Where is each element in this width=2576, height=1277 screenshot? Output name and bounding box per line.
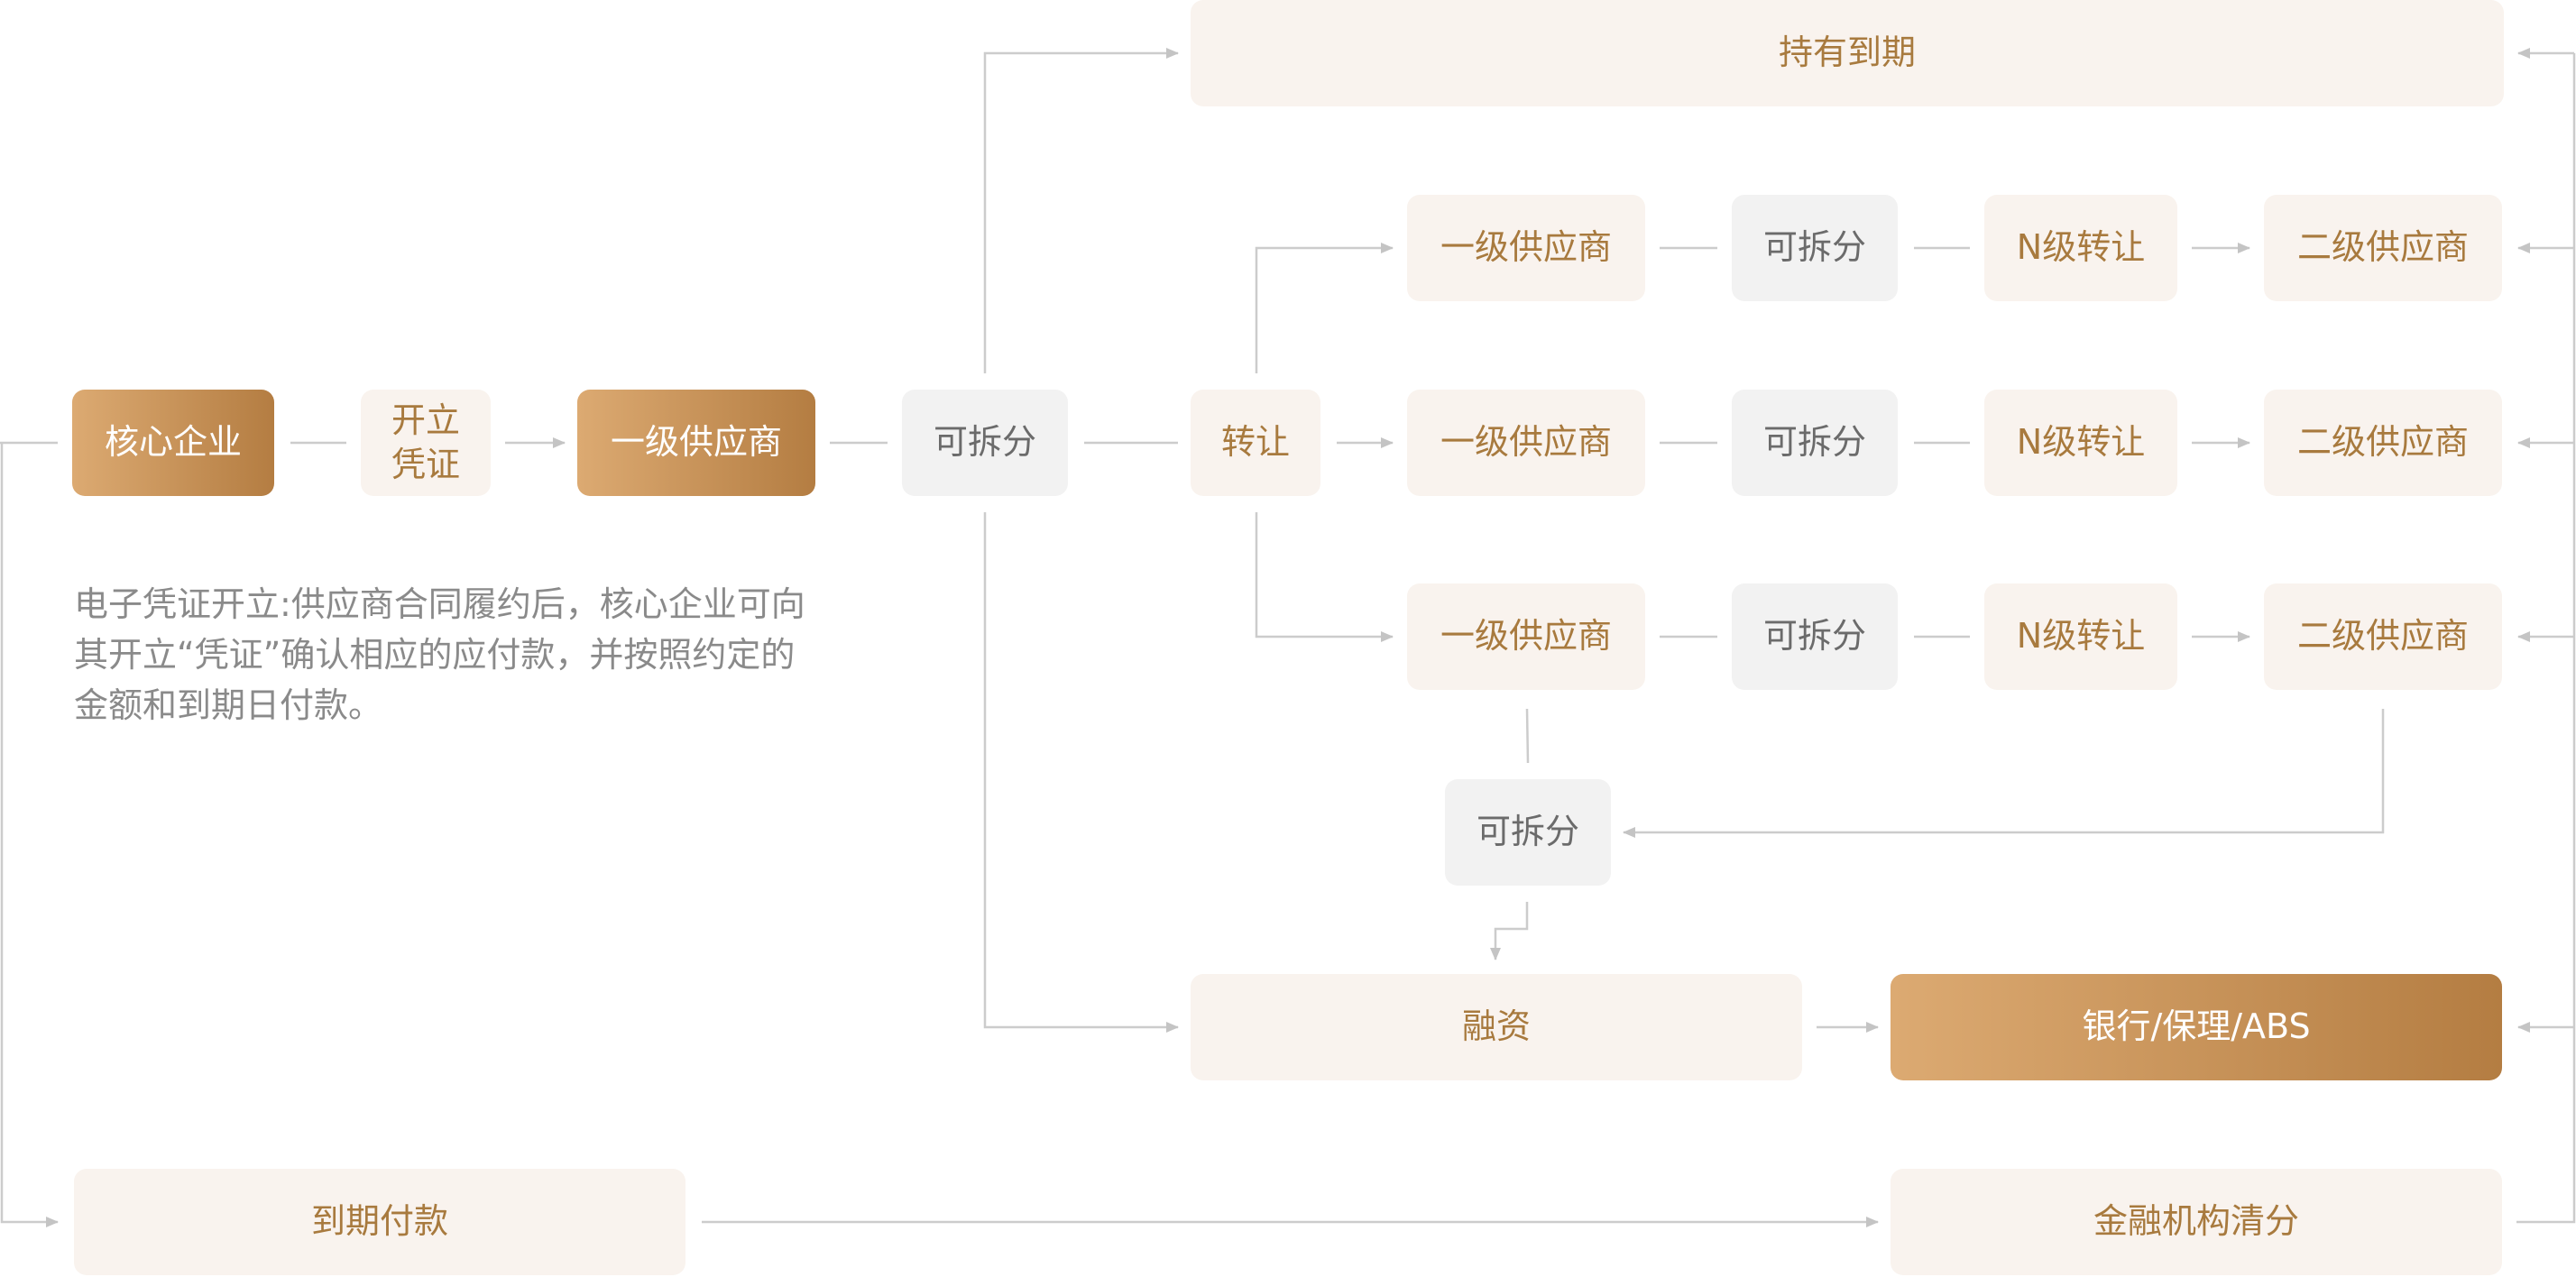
lower-splittable-node: 可拆分 (1445, 779, 1611, 886)
arrow-lower-split-to-financing (1490, 902, 1529, 960)
hold-to-maturity-node: 持有到期 (1191, 0, 2504, 106)
row2-tier2-supplier-node: 二级供应商 (2264, 390, 2502, 496)
row1-splittable-node: 可拆分 (1732, 195, 1898, 301)
transfer-node: 转让 (1191, 390, 1320, 496)
row1-tier2-supplier-node: 二级供应商 (2264, 195, 2502, 301)
core-enterprise-node: 核心企业 (72, 390, 274, 496)
row2-n-level-transfer-node: N级转让 (1984, 390, 2177, 496)
bank-factoring-abs-node: 银行/保理/ABS (1891, 974, 2502, 1080)
row2-splittable-node: 可拆分 (1732, 390, 1898, 496)
arrow-split-to-hold (983, 48, 1179, 373)
financing-node: 融资 (1191, 974, 1802, 1080)
maturity-payment-node: 到期付款 (74, 1169, 685, 1275)
issue-voucher-node: 开立 凭证 (361, 390, 491, 496)
arrow-left-loop-to-payment (0, 443, 59, 1227)
row3-tier1-supplier-node: 一级供应商 (1407, 583, 1645, 690)
arrow-transfer-to-row3 (1255, 512, 1394, 642)
row1-tier1-supplier-node: 一级供应商 (1407, 195, 1645, 301)
arrow-transfer-to-row1 (1255, 243, 1394, 373)
row2-tier1-supplier-node: 一级供应商 (1407, 390, 1645, 496)
arrow-split-to-financing (983, 512, 1179, 1033)
splittable-main-node: 可拆分 (902, 390, 1068, 496)
financial-institution-clearing-node: 金融机构清分 (1891, 1169, 2502, 1275)
row3-tier2-supplier-node: 二级供应商 (2264, 583, 2502, 690)
line-row3-tier1-to-lower-split (1525, 708, 1530, 764)
row3-splittable-node: 可拆分 (1732, 583, 1898, 690)
row3-n-level-transfer-node: N级转让 (1984, 583, 2177, 690)
voucher-description-text: 电子凭证开立:供应商合同履约后，核心企业可向 其开立“凭证”确认相应的应付款，并… (74, 584, 805, 725)
arrow-row3-tier2-to-lower-split (1623, 709, 2385, 838)
tier1-supplier-main-node: 一级供应商 (577, 390, 815, 496)
row1-n-level-transfer-node: N级转让 (1984, 195, 2177, 301)
